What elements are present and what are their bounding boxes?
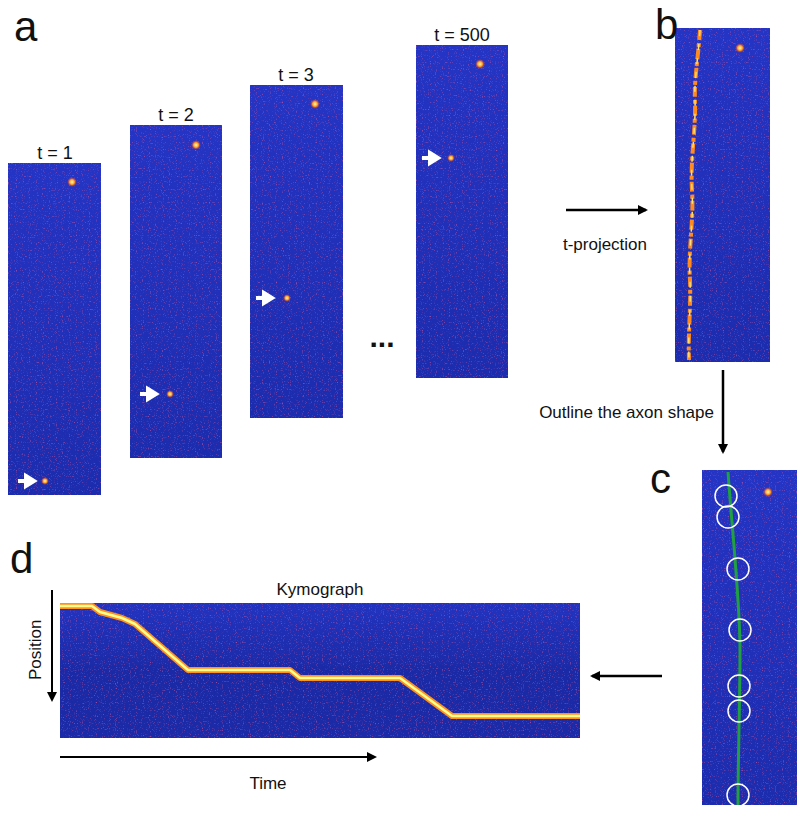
axon-outline-image (702, 470, 797, 806)
ellipsis: ... (369, 322, 394, 352)
panel-letter: d (10, 538, 33, 580)
axis-label: Position (27, 620, 44, 680)
panel-title: Kymograph (277, 581, 364, 598)
axis-label: Time (249, 775, 286, 792)
panel-letter: a (14, 6, 37, 48)
t-projection-image (675, 28, 770, 362)
panel-letter: c (650, 458, 671, 500)
frame-t3 (250, 85, 343, 418)
step-label: t-projection (563, 236, 647, 253)
kymograph-image (60, 603, 580, 738)
frame-t1 (8, 163, 101, 495)
time-label: t = 2 (158, 106, 194, 124)
step-label: Outline the axon shape (539, 404, 714, 421)
time-label: t = 500 (434, 26, 490, 44)
time-label: t = 3 (278, 66, 314, 84)
frame-t2 (130, 125, 222, 458)
frame-t500 (416, 45, 508, 378)
panel-letter: b (655, 4, 678, 46)
time-label: t = 1 (37, 144, 73, 162)
